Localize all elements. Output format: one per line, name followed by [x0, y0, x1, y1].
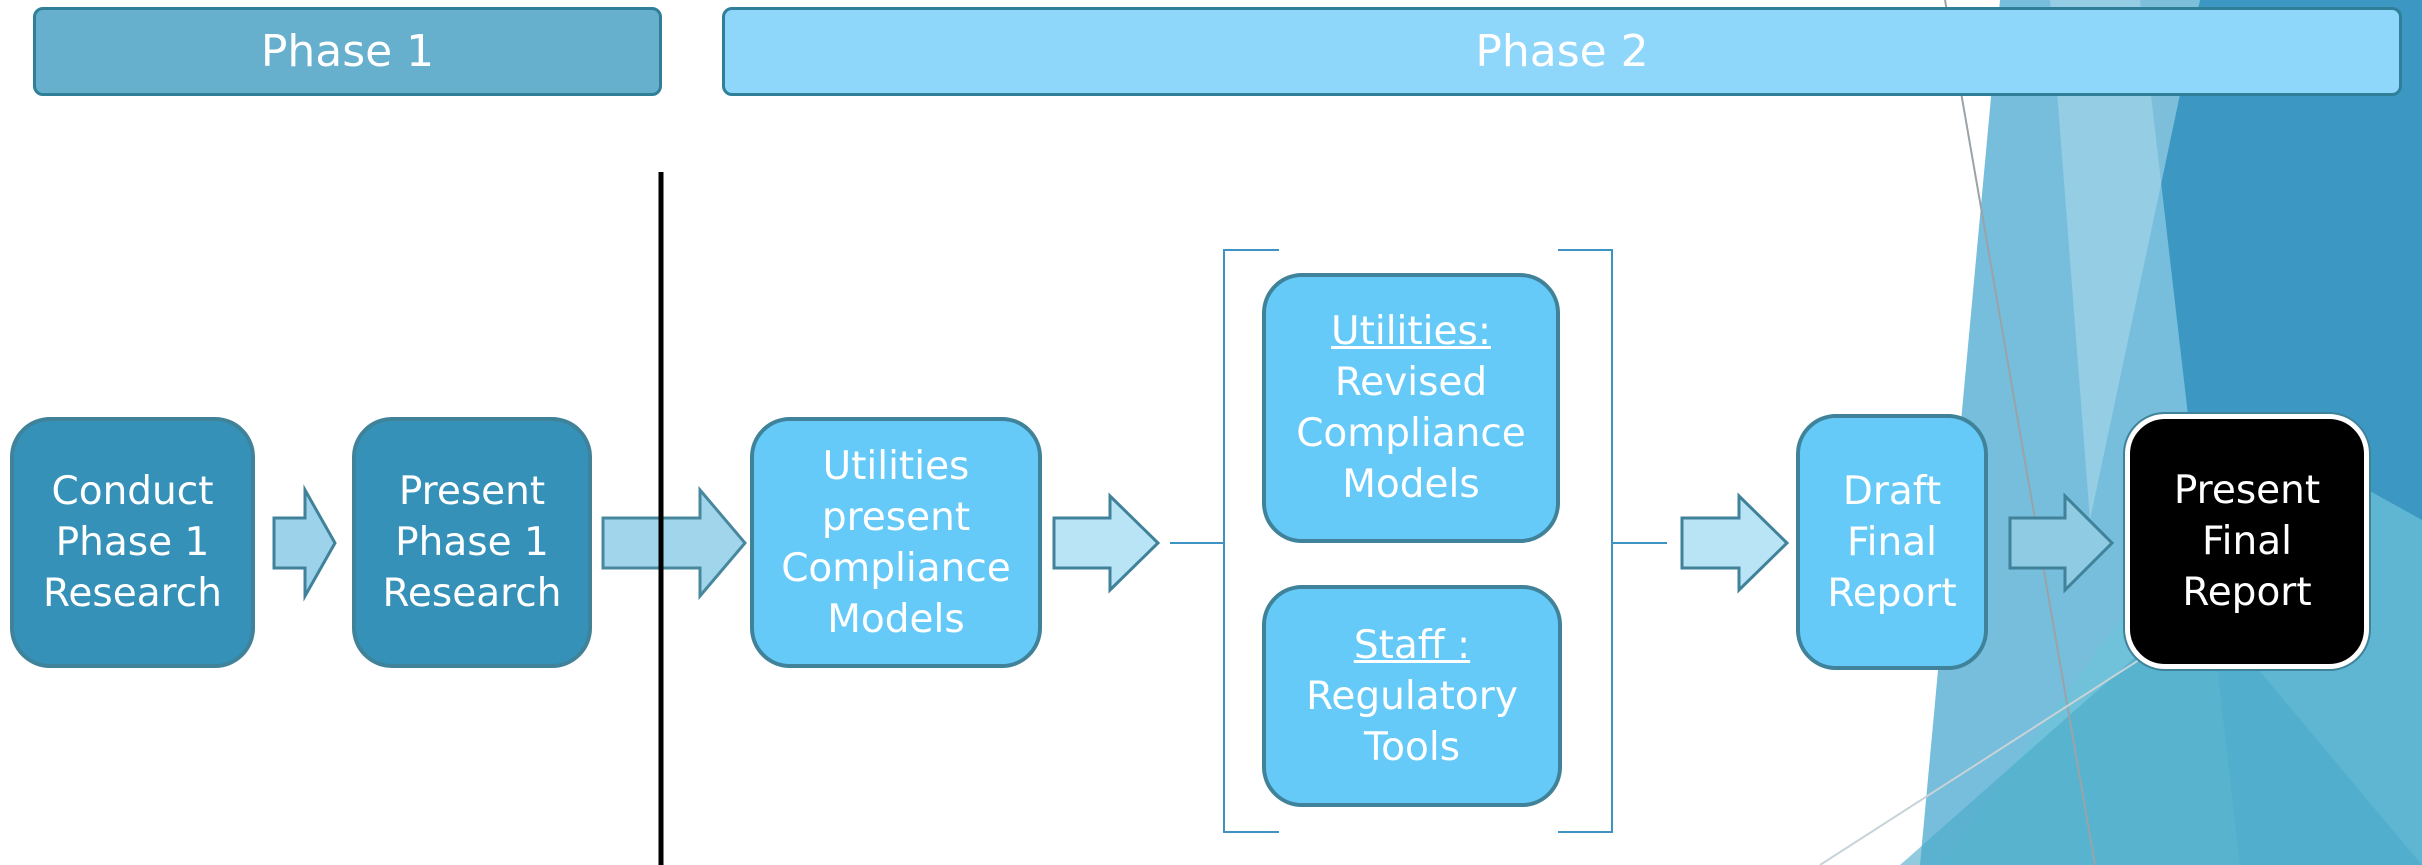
staff-tools-line-2: Tools — [1363, 724, 1461, 770]
staff-tools-heading: Staff : — [1353, 622, 1471, 668]
utilities-present-line-3: Compliance — [781, 545, 1011, 591]
utilities-revised-line-1: Revised — [1334, 360, 1488, 405]
conduct-line-1: Conduct — [51, 469, 214, 514]
present-report-line-1: Present — [2173, 468, 2321, 513]
present-report-line-3: Report — [2182, 570, 2312, 615]
utilities-present-line-2: present — [821, 494, 971, 540]
utilities-revised-box: Utilities: Revised Compliance Models — [1262, 273, 1560, 543]
draft-report-line-1: Draft — [1842, 468, 1942, 514]
present-research-line-3: Research — [382, 571, 562, 616]
staff-tools-line-1: Regulatory — [1306, 673, 1518, 719]
conduct-line-2: Phase 1 — [55, 520, 210, 565]
utilities-present-line-1: Utilities — [822, 443, 970, 489]
present-research-box: Present Phase 1 Research — [352, 417, 592, 668]
draft-report-box: Draft Final Report — [1796, 414, 1988, 670]
conduct-line-3: Research — [43, 571, 222, 616]
present-report-line-2: Final — [2202, 519, 2292, 564]
phase-1-label: Phase 1 — [260, 26, 435, 77]
draft-report-line-2: Final — [1847, 519, 1937, 565]
utilities-present-box: Utilities present Compliance Models — [750, 417, 1042, 668]
draft-report-line-3: Report — [1827, 570, 1957, 616]
staff-tools-box: Staff : Regulatory Tools — [1262, 585, 1562, 807]
conduct-research-box: Conduct Phase 1 Research — [10, 417, 255, 668]
utilities-revised-heading: Utilities: — [1331, 309, 1491, 354]
present-research-line-1: Present — [398, 469, 546, 514]
utilities-present-line-4: Models — [827, 596, 965, 642]
utilities-revised-line-3: Models — [1342, 462, 1480, 507]
phase-2-label: Phase 2 — [1475, 26, 1649, 77]
phase-2-header: Phase 2 — [722, 7, 2402, 96]
present-report-box: Present Final Report — [2125, 414, 2369, 669]
utilities-revised-line-2: Compliance — [1296, 411, 1526, 456]
phase-1-header: Phase 1 — [33, 7, 662, 96]
present-research-line-2: Phase 1 — [395, 520, 549, 565]
